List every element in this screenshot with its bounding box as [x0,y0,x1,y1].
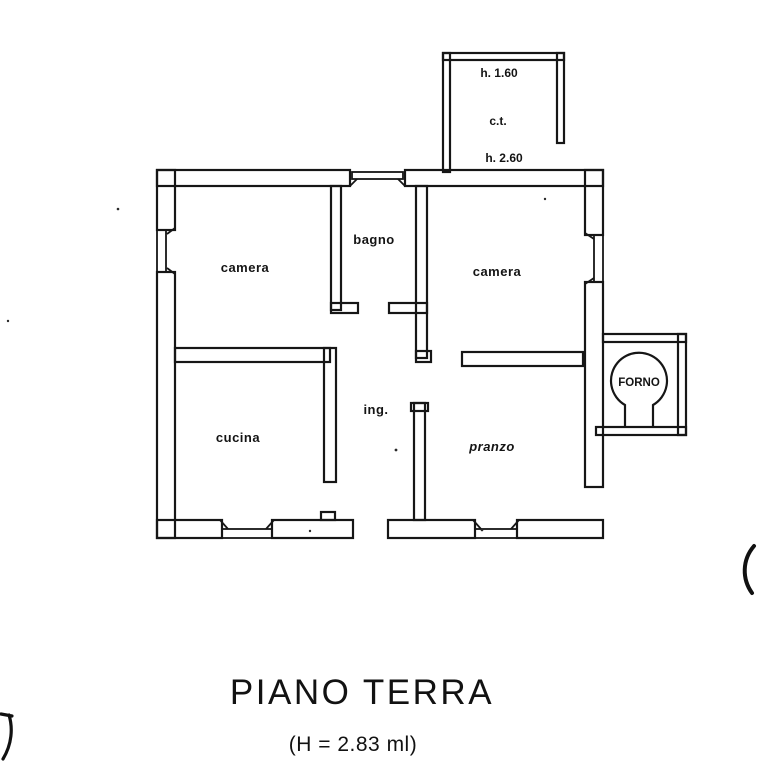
interior-walls [173,184,585,522]
exterior-walls [155,168,605,540]
forno-oven-outline [609,351,669,427]
pen-arc-right-edge [742,544,756,595]
window-pranzo-south [472,519,520,539]
room-label-forno: FORNO [618,377,660,389]
window-bagno-north [349,171,406,187]
handwritten-mark-bottom-left [0,712,14,761]
room-label-camera-right: camera [473,264,522,279]
annex-height-top-label: h. 1.60 [480,66,518,80]
room-label-camera-left: camera [221,260,270,275]
windows [156,171,604,539]
window-cucina-south [219,519,275,539]
annex-name-label: c.t. [489,114,506,128]
forno-enclosure [594,332,688,437]
room-label-cucina: cucina [216,430,260,445]
annex-walls [441,51,566,174]
plan-title: PIANO TERRA [230,673,494,712]
room-label-ingresso: ing. [363,402,388,417]
annex-height-bottom-label: h. 2.60 [485,151,523,165]
room-label-pranzo: pranzo [468,439,515,454]
scan-artifacts [0,197,756,761]
plan-height-note: (H = 2.83 ml) [289,733,417,756]
window-camera-left-west [156,227,176,275]
window-camera-right-east [584,232,604,285]
room-label-bagno: bagno [353,232,395,247]
